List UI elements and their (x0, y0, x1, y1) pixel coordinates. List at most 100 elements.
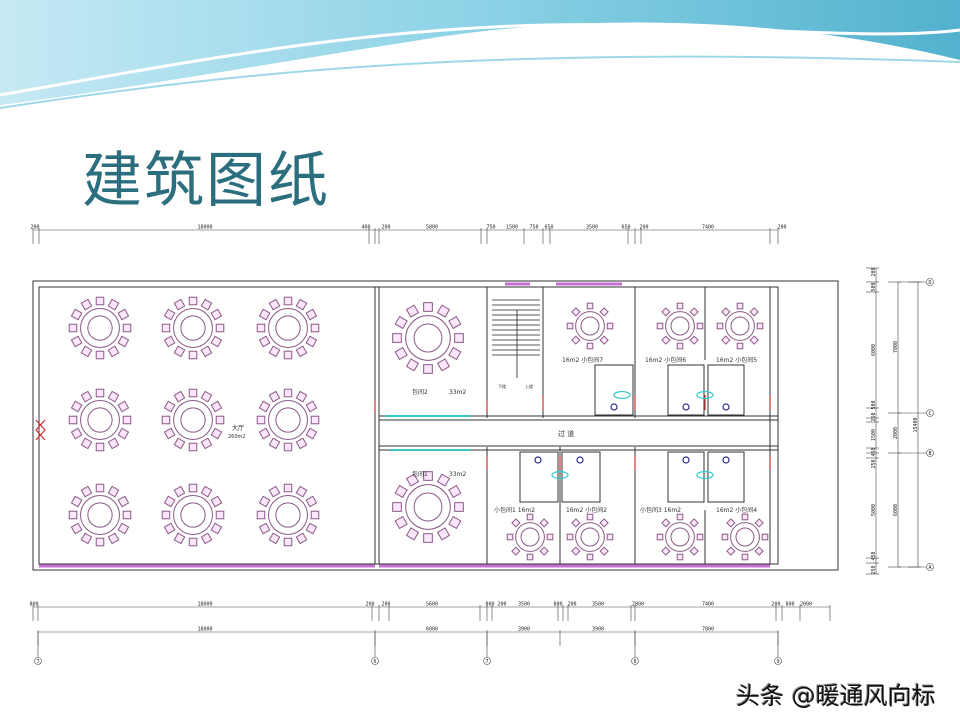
chair (295, 345, 308, 358)
chair (161, 323, 171, 333)
chair (188, 537, 198, 547)
hall-table (256, 296, 320, 360)
chair (295, 485, 308, 498)
chair (721, 335, 731, 345)
chair (80, 390, 93, 403)
inner-wall (38, 286, 779, 565)
hall-table (161, 388, 225, 452)
hall-area: 260m2 (228, 434, 246, 440)
small-room-7-label: 16m2 小包间7 (562, 356, 603, 364)
chair (436, 473, 451, 487)
chair (511, 518, 521, 528)
dimension-label-top: 200 (381, 225, 390, 231)
dimension-label-top: 1500 (506, 225, 518, 231)
chair (107, 532, 120, 545)
chair (80, 485, 93, 498)
dimension-label-top: 400 (361, 225, 370, 231)
chair (283, 483, 293, 493)
chair (539, 518, 549, 528)
chair (394, 315, 408, 330)
chair (736, 302, 744, 310)
chair (188, 442, 198, 452)
chair (215, 510, 225, 520)
chair (95, 537, 105, 547)
chair (310, 415, 320, 425)
chair (173, 390, 186, 403)
private-room-2-label: 包间2 (412, 388, 428, 396)
chair (107, 437, 120, 450)
private-room-2-area: 33m2 (449, 389, 466, 396)
dimension-label-right: 500 (871, 282, 877, 291)
chair (539, 546, 549, 556)
dimension-label-top: 3500 (586, 225, 598, 231)
toilet-icon (610, 403, 618, 411)
chair (70, 495, 83, 508)
toilet-icon (722, 403, 730, 411)
dimension-label-bottom-axis: 7800 (702, 627, 714, 633)
chair (448, 315, 462, 330)
chair (163, 400, 176, 413)
dimension-label-top: 5800 (426, 225, 438, 231)
stairs-up-label: 上楼 (525, 383, 533, 389)
chair (305, 495, 318, 508)
chair (215, 323, 225, 333)
chair (689, 518, 699, 528)
small-room-5-label: 16m2 小包间5 (716, 356, 757, 364)
chair (454, 333, 464, 343)
small-room-table (506, 513, 554, 561)
axis-label: 7 (485, 659, 488, 665)
chair (268, 485, 281, 498)
chair (283, 350, 293, 360)
chair (676, 553, 684, 561)
chair (721, 307, 731, 317)
chair (215, 415, 225, 425)
stairs-down-label: 下楼 (498, 383, 506, 389)
chair (70, 400, 83, 413)
chair (448, 484, 462, 499)
chair (736, 342, 744, 350)
chair (258, 400, 271, 413)
chair (656, 322, 664, 330)
private-room-1-label: 包间1 (412, 470, 428, 478)
chair (173, 345, 186, 358)
chair (117, 495, 130, 508)
dimension-label-bottom-axis: 3900 (518, 627, 530, 633)
chair (210, 335, 223, 348)
chair (70, 427, 83, 440)
dimension-label-bottom-axis: 18000 (197, 627, 212, 633)
chair (283, 537, 293, 547)
toilet-icon (682, 403, 690, 411)
chair (511, 546, 521, 556)
chair (405, 473, 420, 487)
chair (761, 533, 769, 541)
chair (210, 522, 223, 535)
chair (696, 322, 704, 330)
chair (70, 335, 83, 348)
chair (68, 510, 78, 520)
doors (35, 395, 771, 470)
chair (726, 518, 736, 528)
dimension-label-top: 650 (621, 225, 630, 231)
windows (39, 282, 770, 568)
dimension-label-top: 18000 (197, 225, 212, 231)
chair (599, 546, 609, 556)
dimension-label-top: 200 (30, 225, 39, 231)
dimension-label-right: 200 (871, 267, 877, 276)
private-room-table (392, 302, 464, 374)
dimension-label-bottom-axis: 3900 (592, 627, 604, 633)
chair (586, 513, 594, 521)
dimension-label-top: 200 (777, 225, 786, 231)
dimension-label-bottom: 800 (485, 602, 494, 608)
chair (117, 400, 130, 413)
dimension-label-top: 750 (486, 225, 495, 231)
chair (80, 437, 93, 450)
dimension-label-right-total: 15400 (913, 417, 919, 432)
small-room-table (566, 513, 614, 561)
chair (188, 350, 198, 360)
chair (258, 335, 271, 348)
axis-label: 6 (373, 659, 376, 665)
dimension-label-right: 450 (871, 551, 877, 560)
chair (268, 532, 281, 545)
chair (586, 302, 594, 310)
